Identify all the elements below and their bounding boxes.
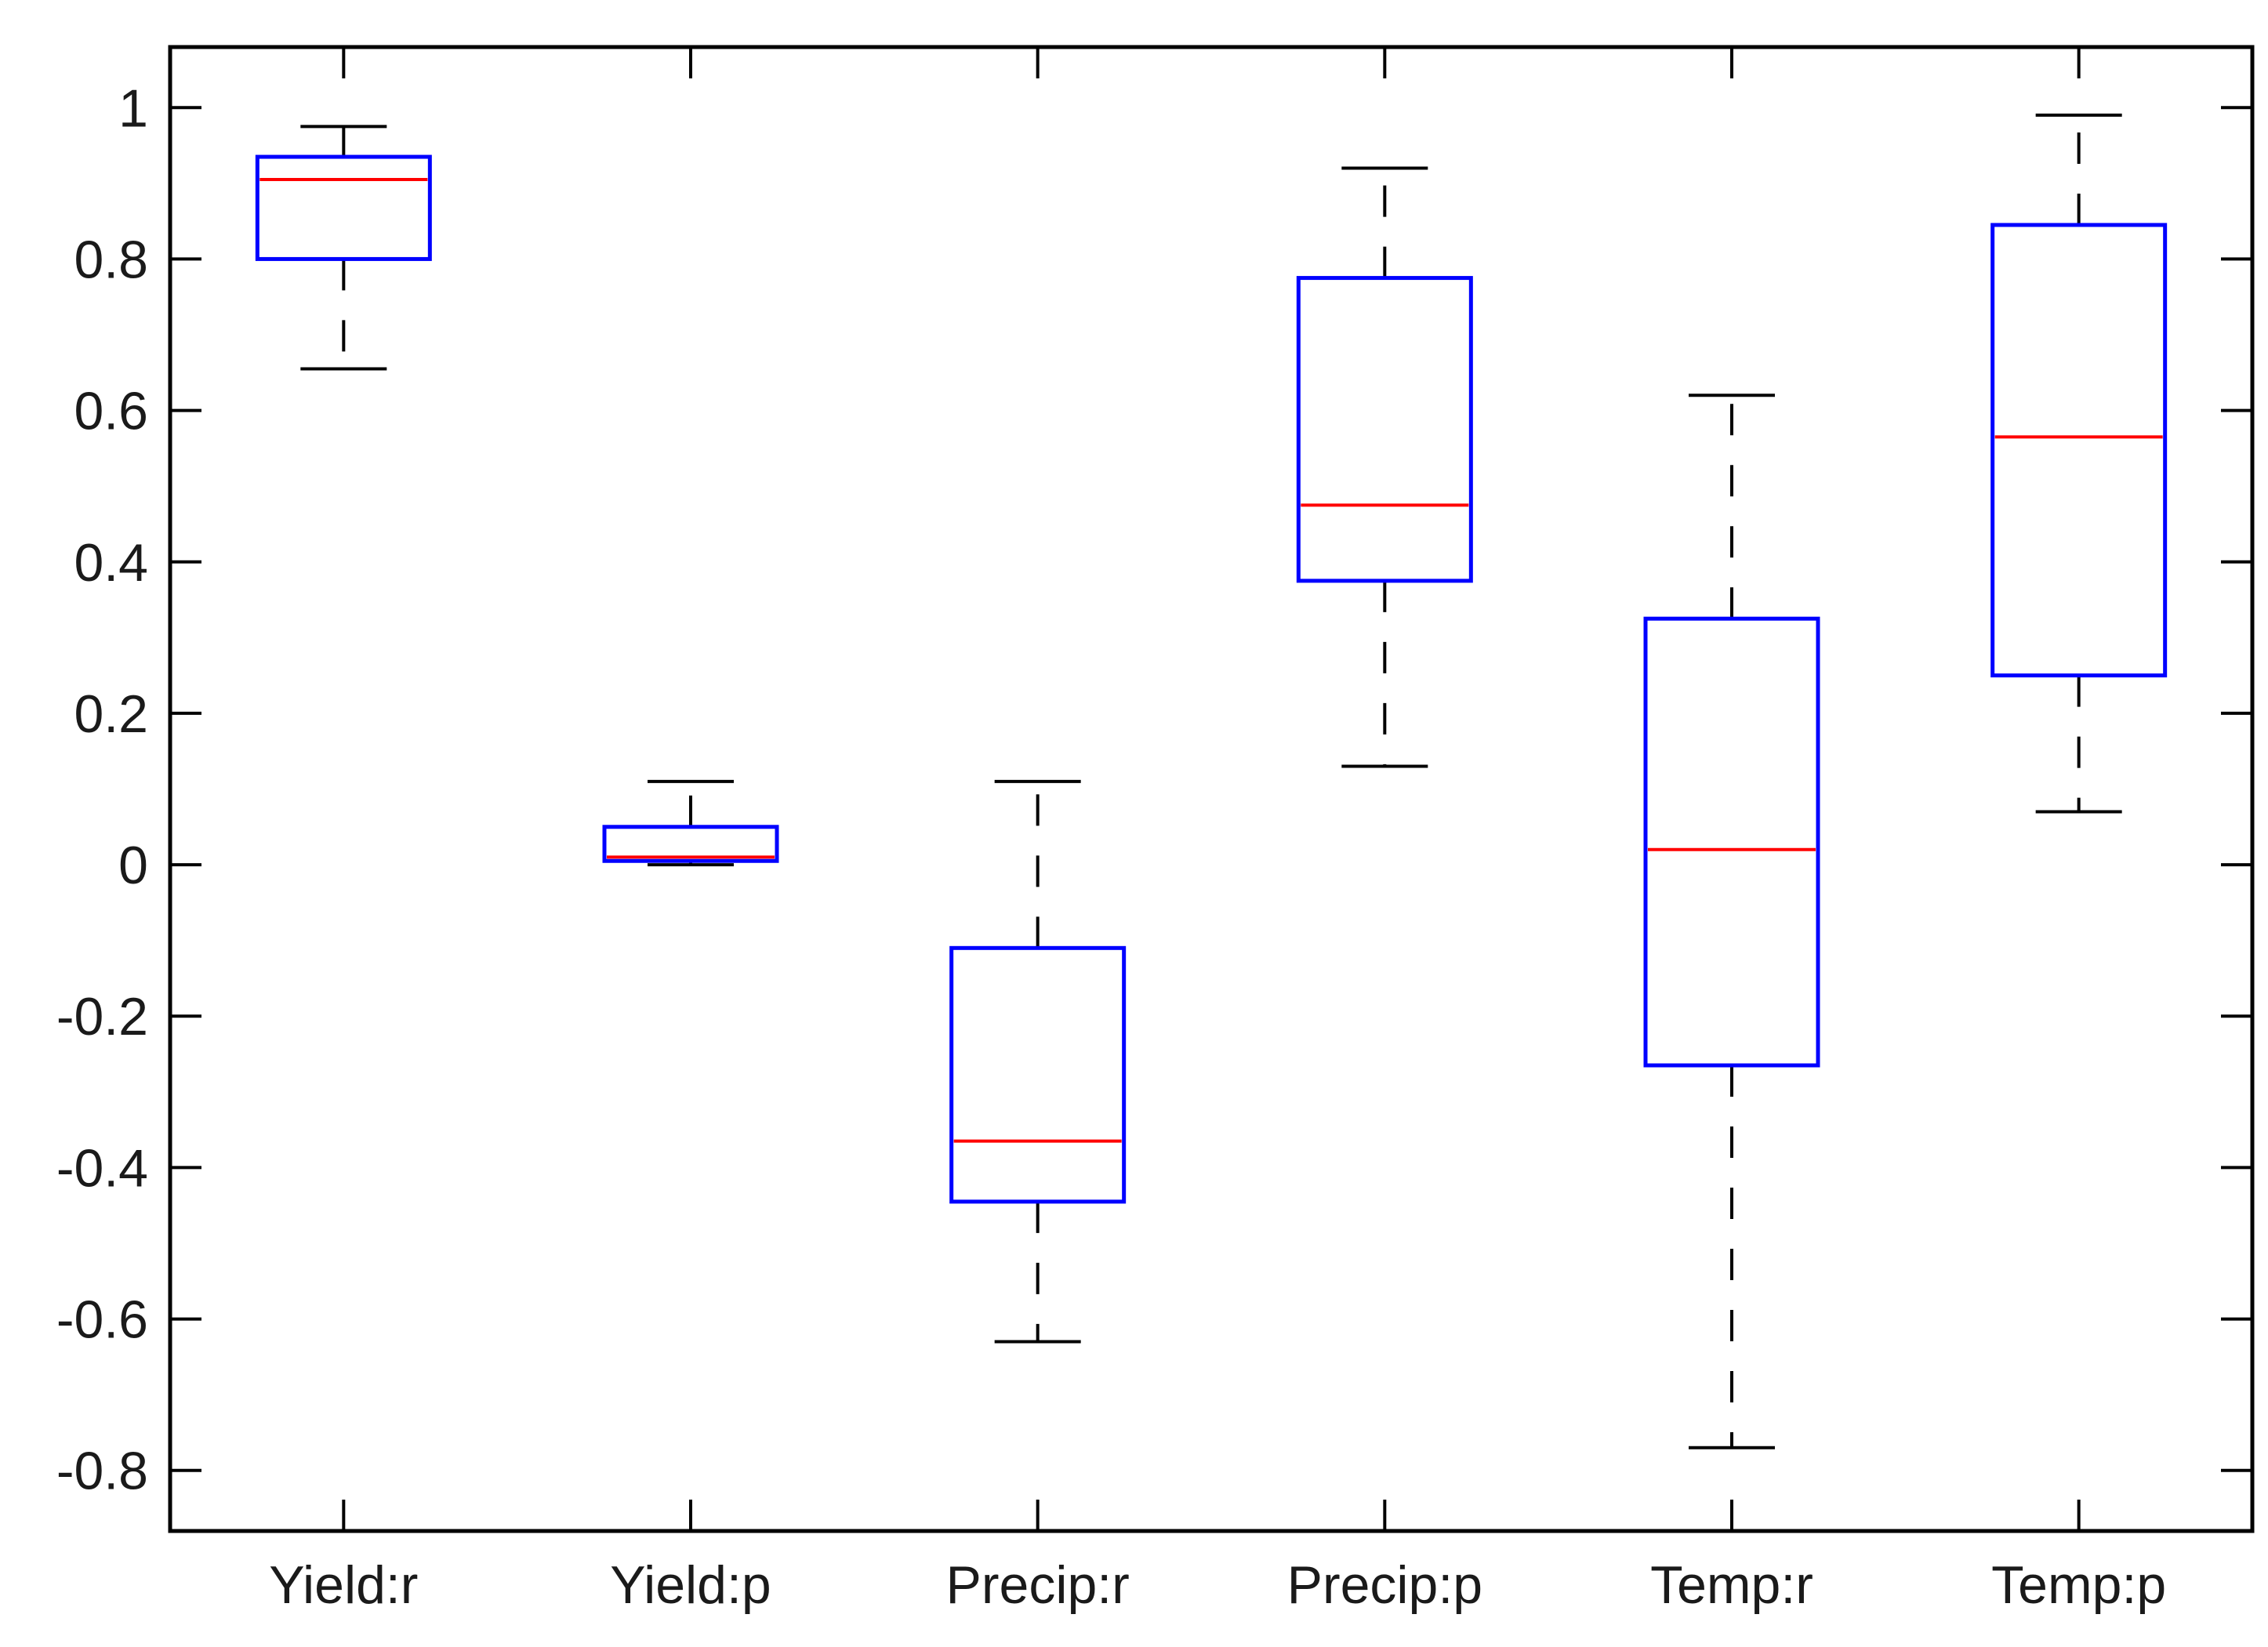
y-tick-label: 0.2 <box>74 684 148 744</box>
interquartile-box <box>255 154 432 261</box>
interquartile-box <box>602 825 779 863</box>
x-tick-label: Temp:p <box>1991 1555 2166 1615</box>
interquartile-box <box>1990 223 2168 678</box>
y-axis: -0.8 -0.6 -0.4 -0.2 0 0.2 0.4 0.6 0.8 1 <box>56 78 2252 1501</box>
y-tick-label: 0.6 <box>74 382 148 441</box>
y-tick-label: 0 <box>118 836 148 895</box>
y-tick-label: 0.4 <box>74 533 148 593</box>
interquartile-box <box>1643 616 1820 1068</box>
x-axis: Yield:r Yield:p Precip:r Precip:p Temp:r Temp… <box>269 47 2166 1615</box>
x-tick-label: Precip:p <box>1287 1555 1482 1615</box>
box-precip-r <box>949 779 1127 1344</box>
x-tick-label: Temp:r <box>1650 1555 1813 1615</box>
box-temp-p <box>1990 113 2168 814</box>
interquartile-box <box>949 945 1127 1204</box>
box-yield-r <box>255 125 432 371</box>
plot-area-frame <box>168 45 2255 1533</box>
y-tick-label: 1 <box>118 78 148 138</box>
x-tick-label: Precip:r <box>946 1555 1130 1615</box>
y-tick-label: -0.4 <box>56 1138 148 1198</box>
x-tick-label: Yield:p <box>610 1555 771 1615</box>
y-tick-label: -0.6 <box>56 1290 148 1350</box>
y-tick-label: -0.2 <box>56 987 148 1047</box>
box-yield-p <box>602 779 779 867</box>
y-tick-label: -0.8 <box>56 1442 148 1501</box>
box-series <box>255 113 2168 1449</box>
box-temp-r <box>1643 394 1820 1449</box>
y-tick-label: 0.8 <box>74 230 148 289</box>
interquartile-box <box>1296 276 1473 583</box>
box-precip-p <box>1296 166 1473 768</box>
x-tick-label: Yield:r <box>269 1555 418 1615</box>
